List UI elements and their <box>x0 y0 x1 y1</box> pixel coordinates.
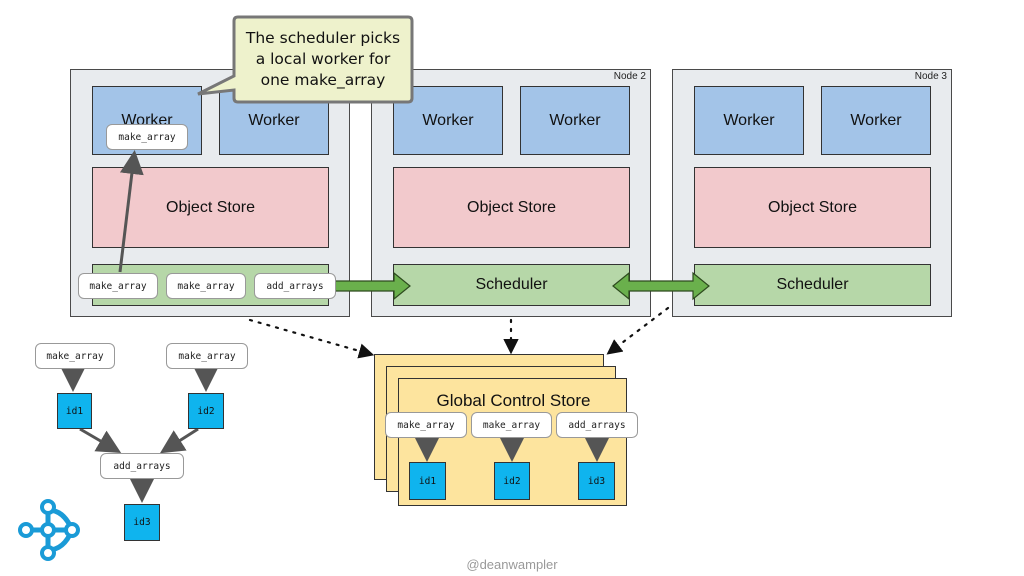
node-3-label: Node 3 <box>914 71 947 82</box>
dag-task-make-array-1: make_array <box>35 343 115 369</box>
node-2-object-store: Object Store <box>393 167 630 248</box>
dag-object-id1: id1 <box>57 393 92 429</box>
node1-gcs-dotted-line <box>248 318 375 359</box>
dag-object-id2: id2 <box>188 393 224 429</box>
ray-logo-icon <box>18 499 80 561</box>
node-3-worker-1: Worker <box>694 86 804 155</box>
node-2-label: Node 2 <box>613 71 646 82</box>
callout-line-2: a local worker for <box>255 50 391 68</box>
gcs-object-id3: id3 <box>578 462 615 500</box>
dag-edge-id2-add <box>159 427 199 454</box>
dispatch-arrow <box>118 150 144 273</box>
gcs-object-id1: id1 <box>409 462 446 500</box>
dag-task-make-array-2: make_array <box>166 343 248 369</box>
worker-task: make_array <box>106 124 188 150</box>
node-2-scheduler: Scheduler <box>393 264 630 306</box>
node3-gcs-dotted-line <box>606 306 670 355</box>
callout-line-1: The scheduler picks <box>245 29 401 47</box>
dag-object-id3: id3 <box>124 504 160 541</box>
gcs-title: Global Control Store <box>436 391 591 410</box>
gcs-task-make-array-1: make_array <box>385 412 467 438</box>
gcs-task-make-array-2: make_array <box>471 412 552 438</box>
scheduler-forward-arrow <box>331 271 411 301</box>
queue-task-1: make_array <box>78 273 158 299</box>
gcs-task-add-arrays: add_arrays <box>556 412 638 438</box>
callout-line-3: one make_array <box>260 71 386 89</box>
node-3-scheduler: Scheduler <box>694 264 931 306</box>
dag-task-add-arrays: add_arrays <box>100 453 184 479</box>
node-2-worker-2: Worker <box>520 86 630 155</box>
scheduler-bidirectional-arrow <box>612 271 710 301</box>
author-credit: @deanwampler <box>466 557 558 572</box>
gcs-object-id2: id2 <box>494 462 530 500</box>
queue-task-2: make_array <box>166 273 246 299</box>
callout-bubble <box>197 15 414 104</box>
node-3-object-store: Object Store <box>694 167 931 248</box>
queue-task-3: add_arrays <box>254 273 336 299</box>
node-3-worker-2: Worker <box>821 86 931 155</box>
callout-text: The scheduler picks a local worker for o… <box>234 28 412 91</box>
dag-edge-id1-add <box>79 427 122 454</box>
